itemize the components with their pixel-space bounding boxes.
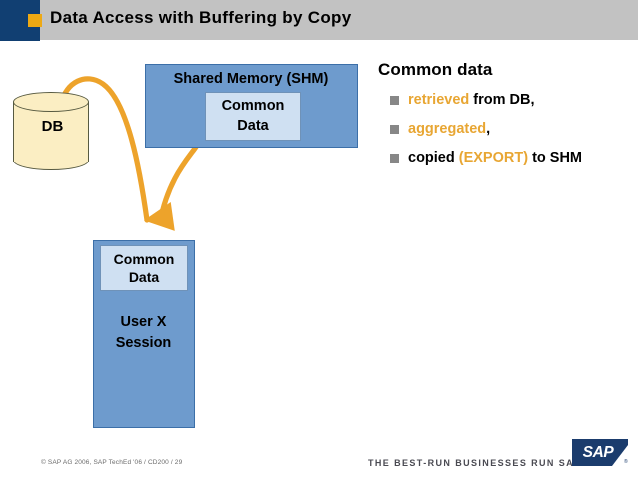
session-label-line2: Session bbox=[115, 334, 172, 351]
bullet-item-1: retrieved from DB, bbox=[390, 91, 634, 109]
session-common-data-box: Common Data bbox=[100, 245, 188, 291]
footer-tagline: THE BEST-RUN BUSINESSES RUN SAP™ bbox=[368, 458, 589, 468]
sap-logo-shape bbox=[572, 439, 628, 466]
session-label: User X Session bbox=[94, 312, 193, 353]
db-cylinder-body bbox=[13, 102, 89, 162]
session-label-line1: User X bbox=[120, 314, 167, 330]
shared-memory-common-data-box: Common Data bbox=[205, 92, 301, 141]
sap-logo-text: SAP bbox=[582, 444, 614, 461]
db-label: DB bbox=[41, 118, 64, 135]
registered-icon: ® bbox=[624, 459, 628, 465]
db-cylinder: DB bbox=[13, 92, 91, 172]
header-bullet-icon bbox=[28, 14, 42, 27]
footer-tagline-text: THE BEST-RUN BUSINESSES RUN SAP bbox=[368, 458, 582, 468]
bullet-square-icon bbox=[390, 96, 399, 105]
user-session-box: Common Data User X Session bbox=[93, 240, 195, 428]
shm-common-data-line1: Common bbox=[221, 98, 285, 115]
bullet-highlight-term: (EXPORT) bbox=[458, 150, 529, 167]
bullet-text: retrieved from DB, bbox=[408, 91, 535, 109]
sap-logo: SAP ® bbox=[572, 439, 632, 467]
shared-memory-box: Shared Memory (SHM) Common Data bbox=[145, 64, 358, 148]
bullet-plain-term: to SHM bbox=[528, 150, 583, 167]
bullet-list: retrieved from DB, aggregated, copied (EXP… bbox=[378, 91, 634, 167]
page-title: Data Access with Buffering by Copy bbox=[50, 8, 352, 27]
bullet-plain-term: from DB, bbox=[469, 92, 535, 108]
bullet-square-icon bbox=[390, 125, 399, 135]
arrow-session-to-shm-tail bbox=[157, 137, 203, 225]
shm-common-data-line2: Data bbox=[237, 117, 269, 134]
bullet-highlight-term: aggregated bbox=[408, 121, 487, 138]
db-cylinder-top bbox=[13, 92, 89, 112]
bullet-highlight-term: retrieved bbox=[408, 92, 470, 108]
content-column: Common data retrieved from DB, aggregated… bbox=[378, 60, 634, 178]
session-common-data-line1: Common bbox=[113, 250, 175, 267]
bullet-plain-term: copied bbox=[408, 150, 459, 167]
header-band bbox=[0, 0, 638, 40]
bullet-item-2: aggregated, bbox=[390, 120, 634, 138]
footer-copyright: © SAP AG 2006, SAP TechEd '06 / CD200 / … bbox=[41, 459, 183, 466]
session-common-data-line2: Data bbox=[128, 269, 160, 285]
bullet-text: aggregated, bbox=[408, 120, 490, 138]
bullet-text: copied (EXPORT) to SHM bbox=[408, 149, 582, 167]
bullet-plain-term: , bbox=[486, 121, 491, 138]
bullet-square-icon bbox=[390, 154, 399, 164]
bullet-item-3: copied (EXPORT) to SHM bbox=[390, 149, 634, 167]
shared-memory-title: Shared Memory (SHM) bbox=[173, 71, 329, 87]
content-heading: Common data bbox=[378, 60, 493, 79]
